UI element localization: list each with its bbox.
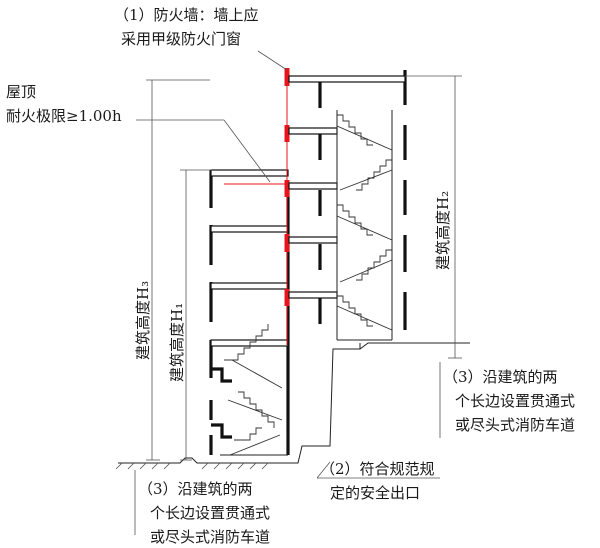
firewall-label-line2: 采用甲级防火门窗 bbox=[121, 30, 241, 48]
roof-label-line1: 屋顶 bbox=[6, 83, 36, 101]
dimension-h3 bbox=[146, 79, 210, 461]
firewall bbox=[224, 68, 290, 345]
fire-lane-left-line1: （3）沿建筑的两 bbox=[138, 480, 253, 498]
exit-label-line2: 定的安全出口 bbox=[330, 484, 420, 502]
height-h3-label: 建筑高度H₃ bbox=[134, 281, 152, 360]
height-h2-label: 建筑高度H₂ bbox=[434, 191, 452, 270]
fire-lane-left-line2: 个长边设置贯通式 bbox=[150, 504, 270, 522]
fire-lane-right-line2: 个长边设置贯通式 bbox=[455, 392, 575, 410]
leader-lines bbox=[134, 50, 441, 535]
fire-lane-left-line3: 或尽头式消防车道 bbox=[150, 528, 270, 546]
height-h1-label: 建筑高度H₁ bbox=[168, 303, 186, 382]
fire-lane-right-line1: （3）沿建筑的两 bbox=[443, 368, 558, 386]
roof-label-line2: 耐火极限≥1.00h bbox=[6, 107, 122, 125]
right-block bbox=[288, 70, 407, 341]
fire-lane-right-line3: 或尽头式消防车道 bbox=[455, 416, 575, 434]
left-block bbox=[209, 169, 290, 456]
dimension-h2 bbox=[405, 75, 462, 359]
ground-line bbox=[115, 342, 470, 470]
exit-label-line1: （2）符合规范规 bbox=[320, 460, 435, 478]
firewall-label-line1: （1）防火墙：墙上应 bbox=[114, 6, 259, 24]
dimension-h1 bbox=[180, 169, 212, 461]
